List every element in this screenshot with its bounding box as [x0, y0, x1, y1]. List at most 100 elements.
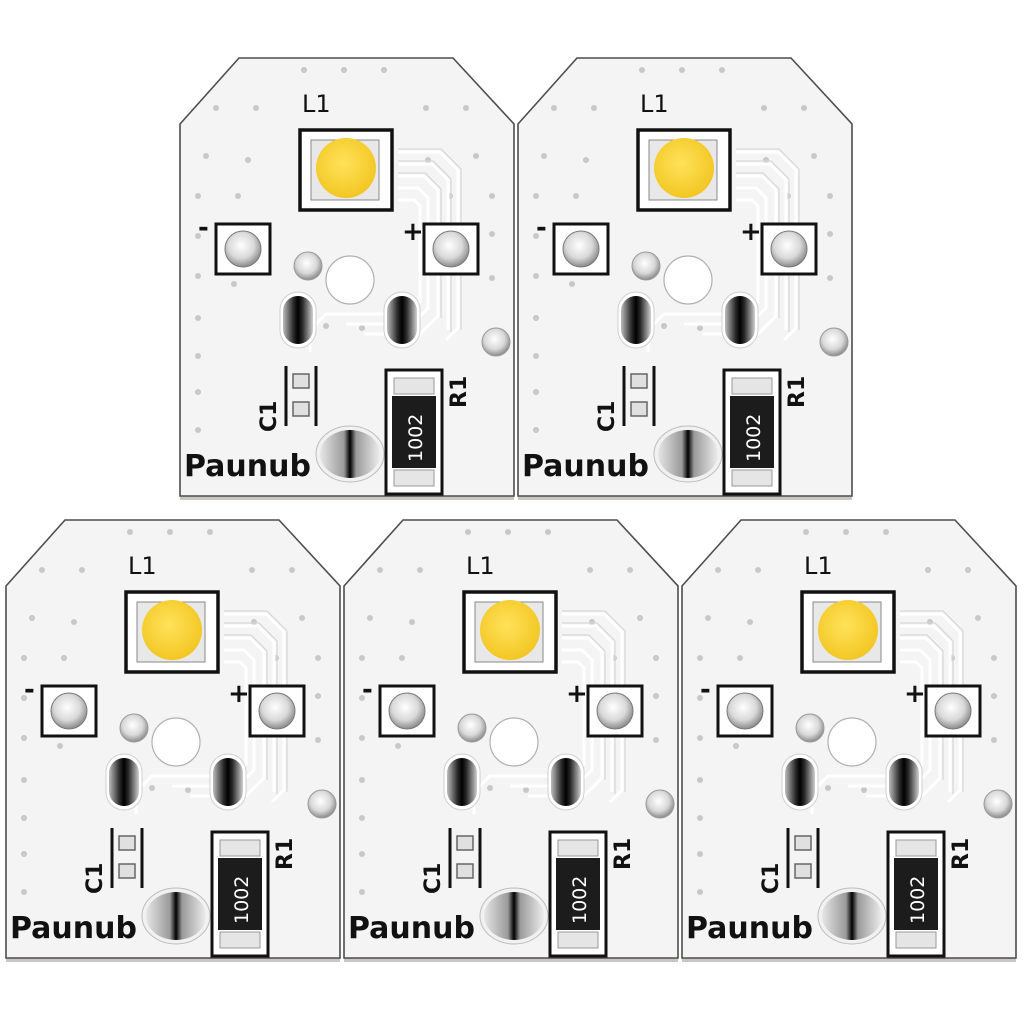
- capacitor-footprint: [622, 366, 656, 426]
- resistor-designator: R1: [949, 838, 974, 870]
- resistor-footprint: [548, 830, 608, 958]
- mounting-hole: [827, 717, 877, 767]
- mounting-hole: [151, 717, 201, 767]
- small-via: [631, 251, 661, 281]
- brand-label: Paunub: [522, 449, 649, 484]
- pad-positive: [586, 684, 644, 738]
- edge-via: [481, 327, 511, 357]
- resistor-designator: R1: [447, 376, 472, 408]
- plus-label: +: [904, 679, 926, 709]
- resistor-designator: R1: [611, 838, 636, 870]
- plus-label: +: [566, 679, 588, 709]
- cap-pad-large: [653, 425, 723, 483]
- oval-via-right: [885, 753, 923, 811]
- minus-label: -: [700, 675, 711, 705]
- boards-group: L1 - + C1: [5, 57, 1017, 962]
- plus-label: +: [740, 217, 762, 247]
- capacitor-footprint: [786, 828, 820, 888]
- led-chip: [298, 128, 394, 212]
- resistor-footprint: [886, 830, 946, 958]
- board-dots: [697, 529, 997, 895]
- pad-negative: [40, 684, 98, 738]
- resistor-footprint: [384, 368, 444, 496]
- pad-positive: [760, 222, 818, 276]
- cap-pad-large: [479, 887, 549, 945]
- resistor-designator: R1: [785, 376, 810, 408]
- edge-via: [983, 789, 1013, 819]
- minus-label: -: [198, 213, 209, 243]
- pcb-board-3: L1 - + C1: [5, 519, 341, 962]
- led-designator: L1: [302, 90, 331, 118]
- cap-pad-large: [141, 887, 211, 945]
- resistor-code: 1002: [743, 414, 765, 462]
- resistor-code: 1002: [405, 414, 427, 462]
- oval-via-left: [617, 291, 655, 349]
- oval-via-left: [781, 753, 819, 811]
- capacitor-designator: C1: [595, 401, 620, 432]
- oval-via-right: [547, 753, 585, 811]
- capacitor-designator: C1: [83, 863, 108, 894]
- plus-label: +: [402, 217, 424, 247]
- resistor-footprint: [210, 830, 270, 958]
- pad-positive: [924, 684, 982, 738]
- capacitor-footprint: [448, 828, 482, 888]
- resistor-code: 1002: [569, 876, 591, 924]
- led-designator: L1: [804, 552, 833, 580]
- led-chip: [800, 590, 896, 674]
- brand-label: Paunub: [348, 911, 475, 946]
- led-chip: [462, 590, 558, 674]
- led-designator: L1: [466, 552, 495, 580]
- pcb-board-5: L1 - + C1: [681, 519, 1017, 962]
- pad-negative: [214, 222, 272, 276]
- capacitor-footprint: [110, 828, 144, 888]
- cap-pad-large: [315, 425, 385, 483]
- pad-negative: [378, 684, 436, 738]
- pad-positive: [248, 684, 306, 738]
- brand-label: Paunub: [686, 911, 813, 946]
- board-dots: [195, 67, 495, 433]
- capacitor-designator: C1: [257, 401, 282, 432]
- resistor-code: 1002: [907, 876, 929, 924]
- mounting-hole: [489, 717, 539, 767]
- oval-via-right: [209, 753, 247, 811]
- pad-positive: [422, 222, 480, 276]
- capacitor-footprint: [284, 366, 318, 426]
- resistor-code: 1002: [231, 876, 253, 924]
- edge-via: [645, 789, 675, 819]
- capacitor-designator: C1: [759, 863, 784, 894]
- small-via: [457, 713, 487, 743]
- led-chip: [124, 590, 220, 674]
- board-dots: [359, 529, 659, 895]
- capacitor-designator: C1: [421, 863, 446, 894]
- oval-via-left: [443, 753, 481, 811]
- led-designator: L1: [640, 90, 669, 118]
- brand-label: Paunub: [184, 449, 311, 484]
- pcb-board-2: L1 - + C1: [517, 57, 853, 500]
- oval-via-left: [279, 291, 317, 349]
- pad-negative: [552, 222, 610, 276]
- oval-via-right: [721, 291, 759, 349]
- pad-negative: [716, 684, 774, 738]
- mounting-hole: [663, 255, 713, 305]
- pcb-board-1: L1 - + C1: [179, 57, 515, 500]
- small-via: [795, 713, 825, 743]
- minus-label: -: [24, 675, 35, 705]
- small-via: [119, 713, 149, 743]
- oval-via-right: [383, 291, 421, 349]
- plus-label: +: [228, 679, 250, 709]
- mounting-hole: [325, 255, 375, 305]
- oval-via-left: [105, 753, 143, 811]
- brand-label: Paunub: [10, 911, 137, 946]
- minus-label: -: [536, 213, 547, 243]
- minus-label: -: [362, 675, 373, 705]
- edge-via: [307, 789, 337, 819]
- pcb-board-4: L1 - + C1: [343, 519, 679, 962]
- edge-via: [819, 327, 849, 357]
- board-dots: [21, 529, 321, 895]
- resistor-footprint: [722, 368, 782, 496]
- resistor-designator: R1: [273, 838, 298, 870]
- small-via: [293, 251, 323, 281]
- cap-pad-large: [817, 887, 887, 945]
- led-chip: [636, 128, 732, 212]
